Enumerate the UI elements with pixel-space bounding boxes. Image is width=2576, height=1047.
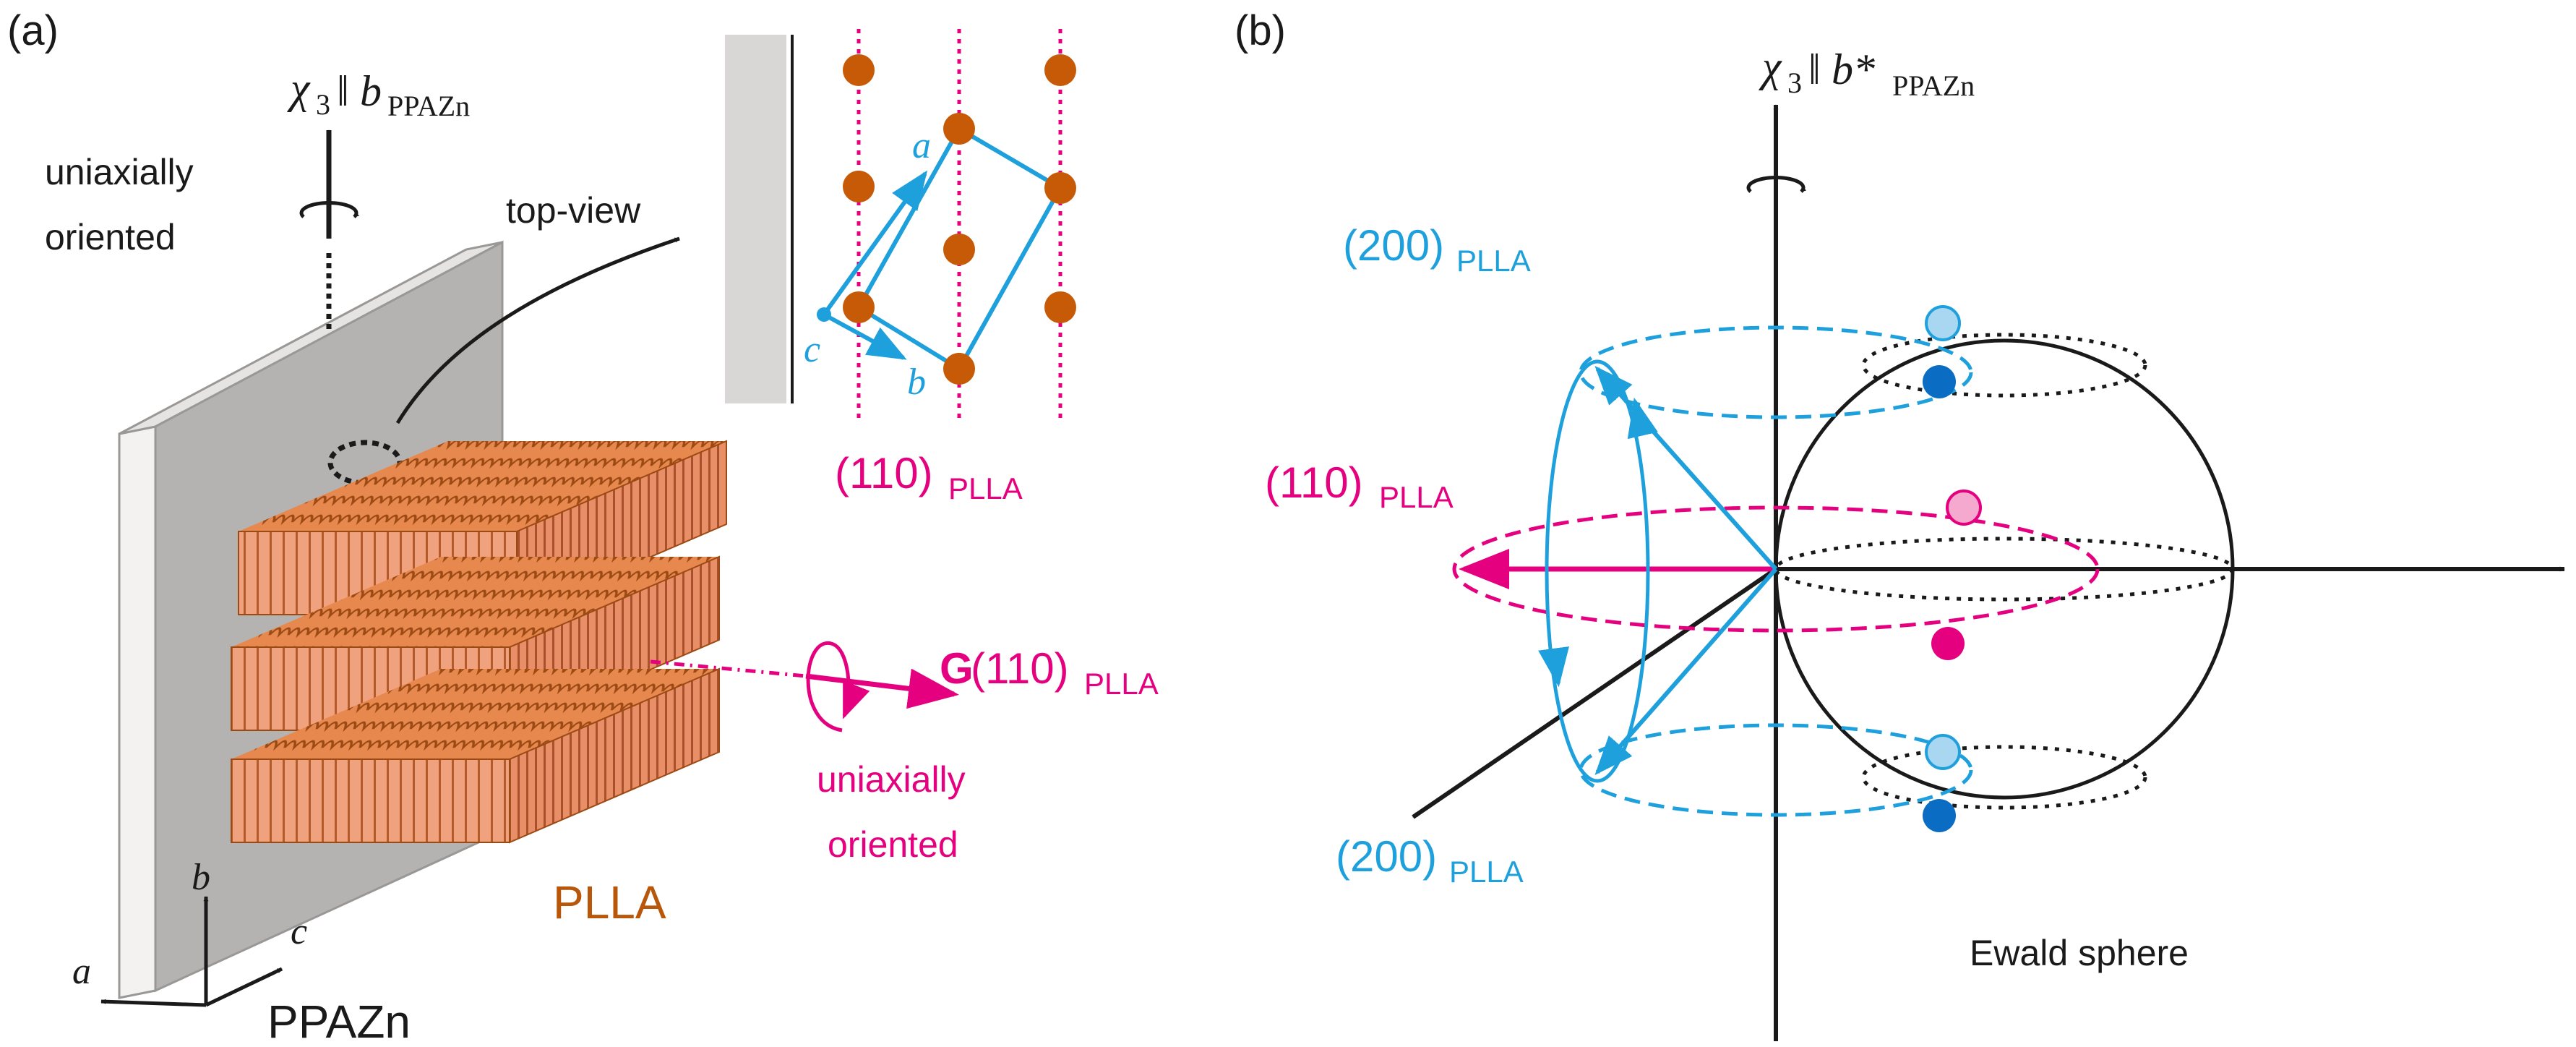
reflection-spots [1923,305,1982,832]
panel-b: (b) χ 3 ‖ b* PPAZn Ewald sphere (110) PL… [1235,7,2565,1041]
cell-label-a: a [912,125,931,166]
cell-origin-c [817,307,831,322]
spot-200-top-far [1925,305,1961,341]
panel-a-label: (a) [7,7,59,54]
svg-text:b: b [192,857,210,898]
svg-text:‖: ‖ [337,67,349,115]
svg-text:(110): (110) [835,449,933,497]
ring-200-bottom [1579,723,1973,817]
rotation-arrow-icon [299,201,360,218]
panel-a-axis-label: χ 3 ‖ b PPAZn [287,64,470,122]
svg-text:‖: ‖ [1808,46,1821,93]
oriented-label-1: oriented [45,217,176,257]
vector-200-top [1594,365,1778,570]
plane-110-b-label: (110) PLLA [1265,458,1454,514]
cone-rotation-arrow-up [1627,397,1658,440]
ewald-equator [1774,537,2235,602]
vector-200-bottom [1594,568,1778,776]
panel-b-axis-label: χ 3 ‖ b* PPAZn [1759,43,1975,102]
top-view-schematic: a b c (110) PLLA [725,29,1076,505]
spot-110-near [1931,627,1965,660]
svg-text:χ: χ [1759,43,1782,90]
plla-lamellae [231,440,727,844]
plane-200-top-label: (200) PLLA [1343,221,1531,278]
svg-text:3: 3 [1787,67,1802,99]
g110-label: G (110) PLLA [940,644,1159,701]
svg-text:χ: χ [287,64,311,112]
cell-label-b: b [907,362,926,403]
ring-200-top [1579,325,1973,419]
uniaxially-label-2: uniaxially [817,759,966,800]
g110-vector-arrow [805,668,959,709]
svg-text:G: G [940,644,974,693]
plla-chain-dots [843,54,1076,385]
svg-text:PLLA: PLLA [948,471,1023,505]
g110-dashdot-line [650,659,807,678]
top-view-label: top-view [506,190,641,231]
cell-label-c: c [804,329,820,370]
plane-110-label: (110) PLLA [835,449,1023,505]
cell-vector-b [823,312,907,360]
rotation-arrow-icon-b [1746,176,1807,193]
svg-text:PLLA: PLLA [1449,855,1524,889]
g110-rotation-icon [806,641,870,732]
plla-slab-bottom [231,667,720,844]
spot-200-top-near [1923,365,1956,398]
top-view-arrow [395,236,680,424]
svg-text:a: a [72,951,91,992]
svg-text:(200): (200) [1343,221,1444,270]
plla-label: PLLA [553,876,666,928]
ewald-latitude-bottom [1861,745,2147,810]
svg-text:(200): (200) [1336,832,1437,881]
svg-text:(110): (110) [1265,458,1363,507]
ewald-sphere-label: Ewald sphere [1970,933,2189,973]
cone-rotation-arrow-down [1538,646,1569,688]
oriented-label-2: oriented [828,824,958,865]
spot-200-bottom-near [1923,799,1956,832]
cone-ellipse [1545,359,1650,783]
svg-text:PLLA: PLLA [1456,244,1531,278]
svg-text:PPAZn: PPAZn [387,90,470,122]
spot-110-far [1946,490,1982,526]
svg-text:PLLA: PLLA [1084,667,1159,701]
depth-axis [1412,567,1777,819]
ewald-latitude-top [1861,333,2147,398]
ring-110 [1452,505,2100,633]
svg-text:(110): (110) [971,644,1069,693]
panel-b-label: (b) [1235,7,1286,54]
ppazn-label: PPAZn [267,996,411,1047]
svg-text:PLLA: PLLA [1379,480,1454,514]
svg-text:3: 3 [316,88,330,121]
substrate-axes: b c a [72,857,307,1007]
svg-text:PPAZn: PPAZn [1892,69,1975,102]
plane-200-bottom-label: (200) PLLA [1336,832,1524,889]
panel-a: (a) χ 3 ‖ b PPAZn uniaxially oriented to… [7,7,1159,1047]
top-view-substrate [725,35,786,403]
cell-vector-a [822,170,928,316]
svg-text:b*: b* [1832,46,1875,93]
uniaxially-label-1: uniaxially [45,152,194,192]
spot-200-bottom-far [1925,734,1961,770]
svg-text:c: c [291,911,307,952]
svg-text:b: b [360,67,382,115]
